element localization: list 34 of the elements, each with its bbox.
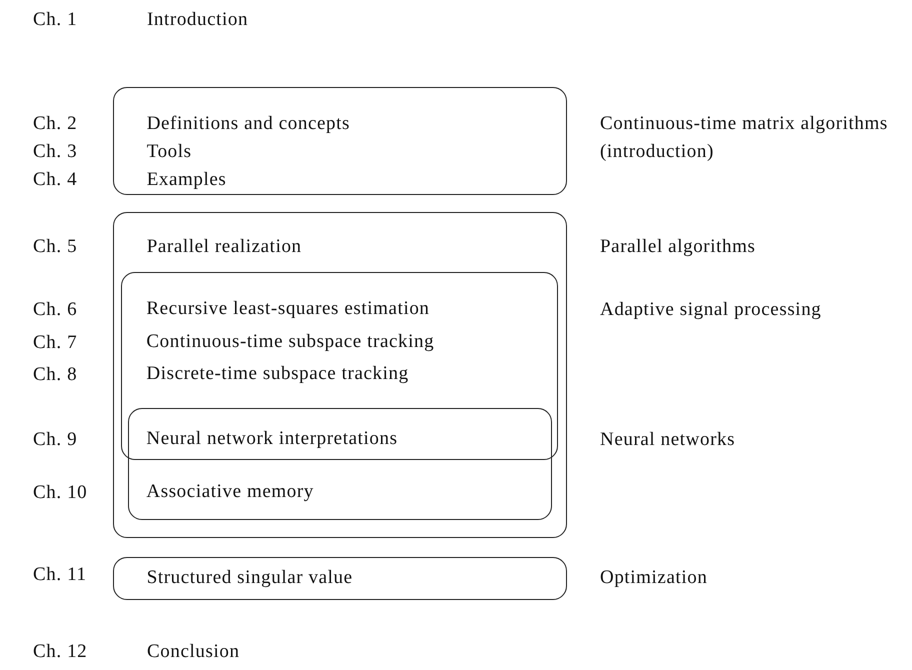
chapter-number: Ch. 4: [33, 168, 78, 192]
rounded-box: [128, 408, 552, 520]
topic-label: Optimization: [600, 566, 708, 590]
chapter-number: Ch. 12: [33, 640, 88, 664]
topic-label: Parallel algorithms: [600, 235, 756, 259]
rounded-box: [120, 272, 558, 460]
chapter-title: Definitions and concepts: [146, 112, 350, 136]
chapter-title: Tools: [146, 140, 192, 164]
topic-label: Neural networks: [600, 428, 736, 452]
chapter-title: Structured singular value: [146, 566, 353, 590]
chapter-number: Ch. 10: [33, 481, 88, 505]
chapter-title: Introduction: [147, 8, 248, 32]
rounded-box: [113, 557, 567, 600]
chapter-title: Conclusion: [147, 640, 240, 664]
chapter-number: Ch. 8: [33, 363, 78, 387]
chapter-number: Ch. 5: [33, 235, 78, 259]
chapter-title: Discrete-time subspace tracking: [146, 362, 409, 386]
chapter-title: Neural network interpretations: [146, 427, 398, 452]
chapter-title: Parallel realization: [146, 234, 302, 259]
chapter-title: Associative memory: [146, 480, 314, 504]
chapter-title: Examples: [146, 168, 226, 192]
rounded-box: [113, 212, 567, 538]
chapter-number: Ch. 9: [33, 428, 78, 452]
rounded-box: [113, 87, 567, 195]
chapter-number: Ch. 3: [33, 140, 78, 164]
chapter-number: Ch. 6: [33, 298, 78, 322]
chapter-number: Ch. 11: [33, 563, 87, 587]
chapter-number: Ch. 1: [33, 8, 78, 32]
topic-label: Continuous-time matrix algorithms (introduction): [600, 112, 889, 164]
topic-label: Adaptive signal processing: [600, 298, 822, 322]
chapter-number: Ch. 2: [33, 112, 78, 136]
chapter-number: Ch. 7: [33, 331, 78, 355]
chapter-title: Recursive least-squares estimation: [146, 297, 430, 322]
chapter-title: Continuous-time subspace tracking: [146, 330, 434, 354]
